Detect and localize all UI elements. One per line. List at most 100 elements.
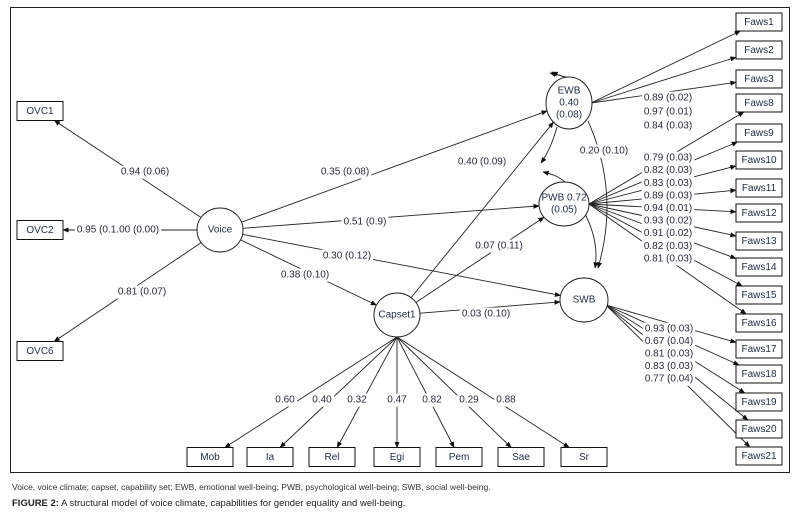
loading-label-ovc1-bg <box>118 165 172 179</box>
loading-label-faws16-bg <box>641 252 695 266</box>
indicator-box-pem <box>435 447 483 467</box>
indicator-box-egi <box>373 447 421 467</box>
loading-label-ovc2-bg <box>74 223 162 237</box>
loading-label-faws9-bg <box>641 164 695 178</box>
indicator-box-faws10 <box>735 150 783 170</box>
figure-caption: FIGURE 2: A structural model of voice cl… <box>12 498 405 509</box>
indicator-box-faws18 <box>735 364 783 384</box>
loading-label-rel-bg <box>345 393 370 407</box>
path-label-voice-to-pwb: 0.51 (0.9) <box>344 217 387 228</box>
loading-arrow-faws1 <box>590 30 741 104</box>
indicator-box-faws20-label: Faws20 <box>741 424 776 435</box>
latent-node-capset-text-0: Capset1 <box>378 310 416 321</box>
loading-label-sae: 0.29 <box>459 395 479 406</box>
path-ewb-to-swb-curve <box>587 120 608 269</box>
indicator-box-faws9-label: Faws9 <box>744 128 774 139</box>
indicator-box-ia-label: Ia <box>266 452 275 463</box>
loading-label-faws10: 0.83 (0.03) <box>644 178 692 189</box>
path-label-capset-to-ewb-bg <box>455 155 509 169</box>
path-label-voice-to-ewb-bg <box>318 165 372 179</box>
loading-label-ovc6: 0.81 (0.07) <box>118 287 166 298</box>
indicator-box-faws13 <box>735 231 783 251</box>
indicator-box-mob-label: Mob <box>200 452 220 463</box>
latent-node-ewb-text-2: (0.08) <box>556 110 582 121</box>
loading-label-ia-bg <box>310 393 335 407</box>
loading-label-faws12-bg <box>641 202 695 216</box>
indicator-box-faws17 <box>735 339 783 359</box>
indicator-box-faws2-label: Faws2 <box>744 45 774 56</box>
loading-label-faws21: 0.77 (0.04) <box>645 374 693 385</box>
path-capset-to-ewb <box>410 121 554 298</box>
indicator-box-faws11 <box>735 178 783 198</box>
path-label-capset-to-pwb-bg <box>473 239 525 253</box>
loading-label-mob: 0.60 <box>275 395 295 406</box>
loading-label-faws9: 0.82 (0.03) <box>644 165 692 176</box>
indicator-box-faws18-label: Faws18 <box>741 369 776 380</box>
latent-node-swb-text-0: SWB <box>573 295 596 306</box>
indicator-box-faws2 <box>735 40 783 60</box>
indicator-box-faws8-label: Faws8 <box>744 98 774 109</box>
indicator-box-faws14-label: Faws14 <box>741 262 776 273</box>
path-label-voice-to-swb-bg <box>320 249 374 263</box>
indicator-box-faws17-label: Faws17 <box>741 344 776 355</box>
loading-label-faws15-bg <box>641 239 695 253</box>
loading-arrow-faws2 <box>590 56 737 104</box>
loading-label-pem-bg <box>420 393 445 407</box>
loading-label-faws16: 0.81 (0.03) <box>644 253 692 264</box>
loading-label-faws12: 0.94 (0.01) <box>644 203 692 214</box>
indicator-box-sae <box>497 447 545 467</box>
loading-label-faws17-bg <box>642 322 696 336</box>
loading-label-sae-bg <box>457 393 482 407</box>
indicator-box-ovc6 <box>16 341 64 361</box>
indicator-box-faws16-label: Faws16 <box>741 318 776 329</box>
indicator-box-faws15 <box>735 285 783 305</box>
indicator-box-faws12-label: Faws12 <box>741 208 776 219</box>
loading-label-faws20-bg <box>642 360 696 374</box>
figure-caption-text: A structural model of voice climate, cap… <box>58 498 406 509</box>
loading-label-faws11: 0.89 (0.03) <box>644 190 692 201</box>
loading-arrow-sr <box>396 336 570 448</box>
loading-label-faws1: 0.89 (0.02) <box>644 93 692 104</box>
loading-label-sr-bg <box>494 393 519 407</box>
path-label-voice-to-ewb: 0.35 (0.08) <box>321 167 369 178</box>
loading-label-faws8-bg <box>641 151 695 165</box>
path-voice-to-pwb <box>242 203 540 229</box>
loading-label-faws2: 0.97 (0.01) <box>644 107 692 118</box>
loading-arrow-pem <box>396 336 455 449</box>
loading-label-ovc6-bg <box>115 285 169 299</box>
path-voice-to-ewb <box>241 110 548 223</box>
latent-node-ewb-text-1: 0.40 <box>559 98 579 109</box>
latent-node-swb <box>559 277 609 323</box>
indicator-box-faws11-label: Faws11 <box>742 183 777 194</box>
path-label-capset-to-swb: 0.03 (0.10) <box>462 309 510 320</box>
loading-label-faws13-bg <box>641 214 695 228</box>
loading-label-faws8: 0.79 (0.03) <box>644 153 692 164</box>
indicator-box-faws21-label: Faws21 <box>741 451 776 462</box>
latent-node-capset <box>373 292 421 338</box>
indicator-box-sr <box>560 447 608 467</box>
loading-label-faws11-bg <box>641 189 695 203</box>
path-pwb-to-swb-curve <box>582 209 599 269</box>
loading-label-faws18: 0.67 (0.04) <box>645 336 693 347</box>
latent-node-ewb-text-0: EWB <box>558 86 581 97</box>
indicator-box-ovc1 <box>16 101 64 121</box>
path-ewb-to-pwb-curve <box>540 126 558 164</box>
figure-caption-label: FIGURE 2: <box>12 498 59 509</box>
latent-node-pwb <box>538 181 590 227</box>
indicator-box-faws12 <box>735 203 783 223</box>
loading-label-faws20: 0.83 (0.03) <box>645 361 693 372</box>
loading-label-faws3: 0.84 (0.03) <box>644 121 692 132</box>
indicator-box-faws1 <box>735 12 783 32</box>
path-voice-to-swb <box>242 233 562 297</box>
diagram-frame <box>10 7 790 473</box>
indicator-box-sr-label: Sr <box>579 452 590 463</box>
indicator-box-ovc2-label: OVC2 <box>26 225 54 236</box>
indicator-box-faws1-label: Faws1 <box>744 17 774 28</box>
loading-label-faws1-bg <box>641 91 695 105</box>
indicator-box-egi-label: Egi <box>390 452 404 463</box>
loading-label-faws13: 0.93 (0.02) <box>644 216 692 227</box>
loading-arrow-mob <box>224 336 398 448</box>
loading-label-sr: 0.88 <box>496 395 516 406</box>
loading-arrow-ia <box>279 336 398 448</box>
